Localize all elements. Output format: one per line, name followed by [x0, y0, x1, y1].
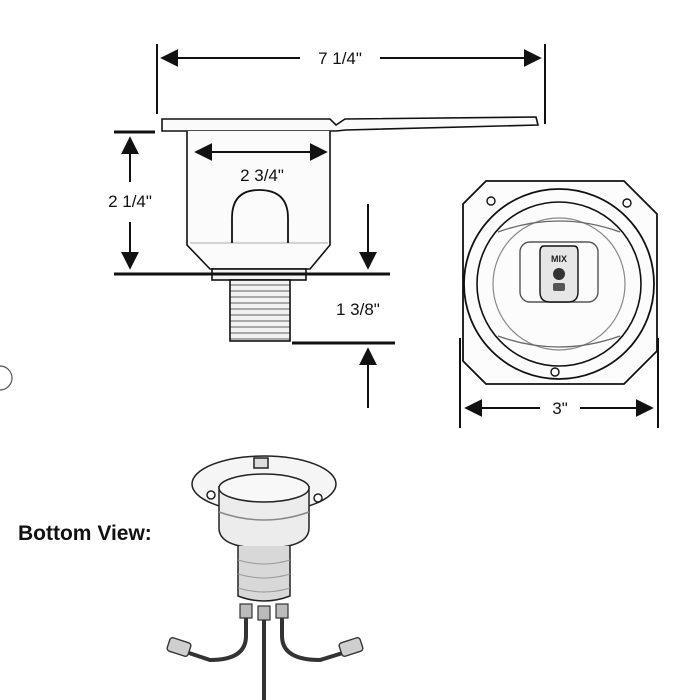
dimension-label-body-width: 2 3/4" — [240, 166, 284, 185]
threaded-stem — [229, 279, 291, 342]
valve-brand-label: MIX — [551, 254, 567, 264]
mounting-hole-bottom-icon — [550, 367, 560, 377]
dimension-label-overall-length: 7 1/4" — [318, 49, 362, 68]
handle-wing-top — [497, 220, 621, 233]
hose-fitting-right — [275, 603, 289, 619]
mounting-hole-top-left-icon — [486, 196, 496, 206]
front-view — [459, 180, 659, 428]
hose-fitting-center — [257, 605, 271, 621]
hose-left — [185, 606, 248, 663]
dimension-label-stem-height: 1 3/8" — [336, 300, 380, 319]
side-view — [114, 44, 546, 408]
bottom-body-band — [218, 511, 310, 521]
supply-hoses — [166, 603, 364, 700]
flange-tab — [253, 457, 269, 469]
bottom-stem-threads — [237, 559, 291, 593]
flange-plate-with-lever — [161, 116, 540, 132]
outer-ring — [463, 188, 655, 380]
hose-fitting-left — [239, 603, 253, 619]
dimension-label-body-height: 2 1/4" — [108, 192, 152, 211]
bottom-view-heading: Bottom View: — [18, 522, 152, 545]
badge-knob-icon — [553, 268, 565, 280]
bottom-mounting-hole-right-icon — [313, 493, 323, 503]
bottom-threaded-stem — [237, 546, 291, 602]
bottom-mounting-hole-left-icon — [206, 490, 216, 500]
handle-cap-outline — [231, 189, 289, 243]
mounting-hole-top-right-icon — [622, 198, 632, 208]
hose-right — [280, 606, 347, 663]
handle-wing-bottom — [497, 335, 621, 348]
partial-circle-mark — [0, 365, 13, 391]
bottom-view — [191, 455, 337, 602]
badge-slot-icon — [553, 283, 565, 291]
hose-nut-right — [338, 637, 364, 657]
bottom-body-rim — [218, 473, 310, 503]
hose-nut-left — [166, 637, 192, 657]
handle-dial — [492, 217, 626, 351]
dimension-label-flange-width: 3" — [552, 399, 568, 418]
inner-ring — [476, 201, 642, 367]
